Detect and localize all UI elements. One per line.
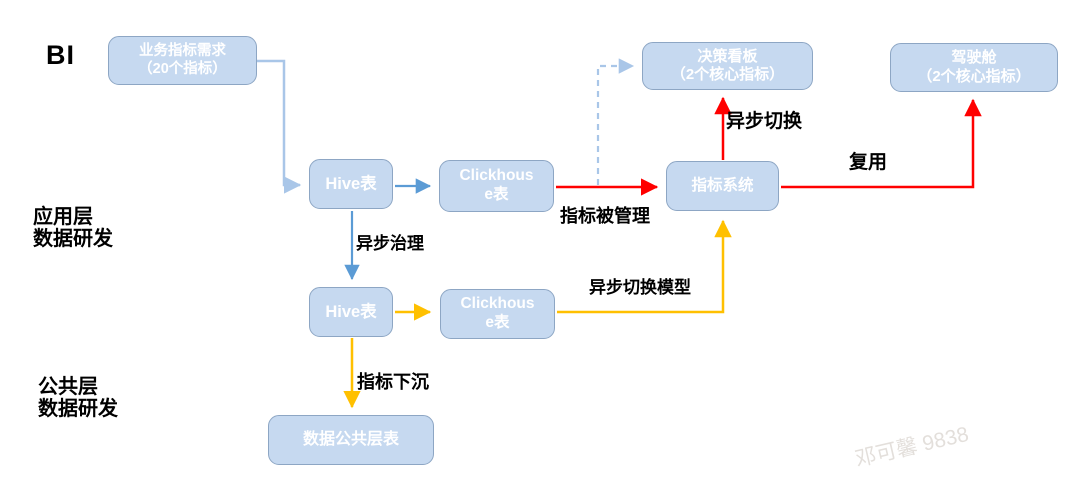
row-label-bi: BI xyxy=(46,40,75,70)
edge-label-metric-sink: 指标下沉 xyxy=(357,372,429,392)
edge-dashed-to-decisionboard xyxy=(596,58,635,185)
edge-clickhouse2-to-metricsystem xyxy=(557,219,732,314)
edge-label-async-governance: 异步治理 xyxy=(356,234,424,253)
node-hive-table-upper: Hive表 xyxy=(309,159,393,209)
node-business-metric-demand: 业务指标需求 （20个指标） xyxy=(108,36,257,85)
edge-label-reuse: 复用 xyxy=(849,152,888,173)
node-cockpit: 驾驶舱 （2个核心指标） xyxy=(890,43,1058,92)
node-clickhouse-table-upper: Clickhous e表 xyxy=(439,160,554,212)
edge-label-async-switch-model: 异步切换模型 xyxy=(589,278,691,297)
edge-metricsystem-to-cockpit xyxy=(781,98,982,189)
edge-label-async-switch: 异步切换 xyxy=(726,111,803,132)
node-decision-board: 决策看板 （2个核心指标） xyxy=(642,42,813,90)
edge-label-metric-managed: 指标被管理 xyxy=(560,206,650,226)
node-clickhouse-table-lower: Clickhous e表 xyxy=(440,289,555,339)
node-data-public-layer-table: 数据公共层表 xyxy=(268,415,434,465)
row-label-public-layer: 公共层 数据研发 xyxy=(38,376,118,421)
edge-bizdemand-to-hive1 xyxy=(257,59,302,194)
node-hive-table-lower: Hive表 xyxy=(309,287,393,337)
row-label-app-layer: 应用层 数据研发 xyxy=(33,206,113,251)
node-metric-system: 指标系统 xyxy=(666,161,779,211)
